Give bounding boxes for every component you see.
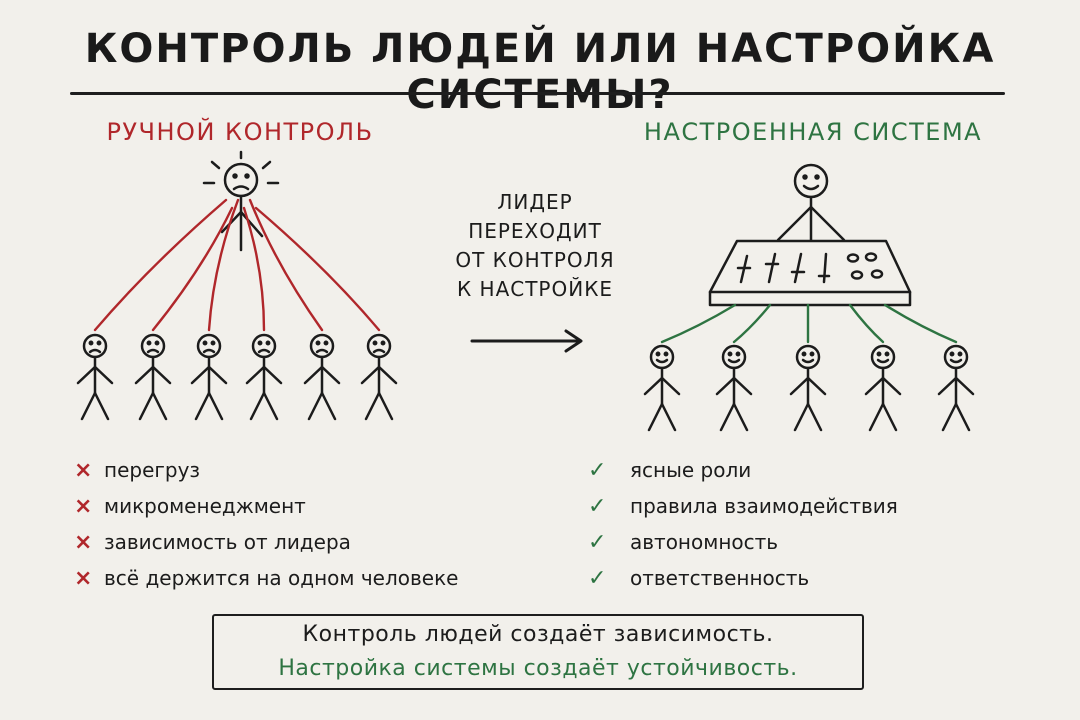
cross-icon: × <box>74 493 93 519</box>
stick-figure <box>360 333 398 421</box>
calm-leader-figure <box>776 163 846 242</box>
stick-figure <box>76 333 114 421</box>
list-item-text: правила взаимодействия <box>630 494 898 518</box>
list-item-text: всё держится на одном человеке <box>104 566 459 590</box>
cross-icon: × <box>74 565 93 591</box>
check-icon: ✓ <box>588 493 607 519</box>
check-icon: ✓ <box>588 457 607 483</box>
stick-figure <box>789 344 827 432</box>
stick-figure <box>245 333 283 421</box>
stick-figure <box>190 333 228 421</box>
cross-icon: × <box>74 457 93 483</box>
benefits-list: ✓ ясные роли ✓ правила взаимодействия ✓ авт… <box>588 452 898 596</box>
page-title: Контроль людей или настройка системы? <box>84 26 996 118</box>
list-item-text: зависимость от лидера <box>104 530 351 554</box>
list-item: × зависимость от лидера <box>74 524 458 560</box>
tuned-system-heading: Настроенная система <box>643 118 983 146</box>
transition-caption: Лидер переходит от контроля к настройке <box>455 190 615 301</box>
list-item: × всё держится на одном человеке <box>74 560 458 596</box>
stressed-leader-figure <box>202 150 280 252</box>
stick-figure <box>303 333 341 421</box>
list-item: ✓ ясные роли <box>588 452 898 488</box>
stick-figure <box>937 344 975 432</box>
summary-box: Контроль людей создаёт зависимость. Наст… <box>212 614 864 690</box>
summary-line-2: Настройка системы создаёт устойчивость. <box>278 656 798 681</box>
connection-lines <box>660 303 958 344</box>
manual-control-heading: Ручной контроль <box>106 118 374 146</box>
title-underline <box>70 92 1005 95</box>
stick-figure <box>134 333 172 421</box>
stick-figure <box>864 344 902 432</box>
right-team <box>643 344 975 432</box>
control-console-icon <box>708 239 912 307</box>
stick-figure <box>715 344 753 432</box>
list-item-text: ответственность <box>630 566 810 590</box>
list-item-text: микроменеджмент <box>104 494 306 518</box>
control-lines <box>93 198 381 332</box>
check-icon: ✓ <box>588 565 607 591</box>
list-item: × перегруз <box>74 452 458 488</box>
arrow-right-icon <box>470 329 583 353</box>
list-item-text: перегруз <box>104 458 201 482</box>
list-item: × микроменеджмент <box>74 488 458 524</box>
list-item: ✓ ответственность <box>588 560 898 596</box>
list-item: ✓ автономность <box>588 524 898 560</box>
left-team <box>76 333 398 421</box>
cross-icon: × <box>74 529 93 555</box>
list-item-text: ясные роли <box>630 458 752 482</box>
list-item-text: автономность <box>630 530 779 554</box>
list-item: ✓ правила взаимодействия <box>588 488 898 524</box>
stick-figure <box>643 344 681 432</box>
check-icon: ✓ <box>588 529 607 555</box>
problems-list: × перегруз × микроменеджмент × зависимость … <box>74 452 458 596</box>
summary-line-1: Контроль людей создаёт зависимость. <box>302 622 774 647</box>
